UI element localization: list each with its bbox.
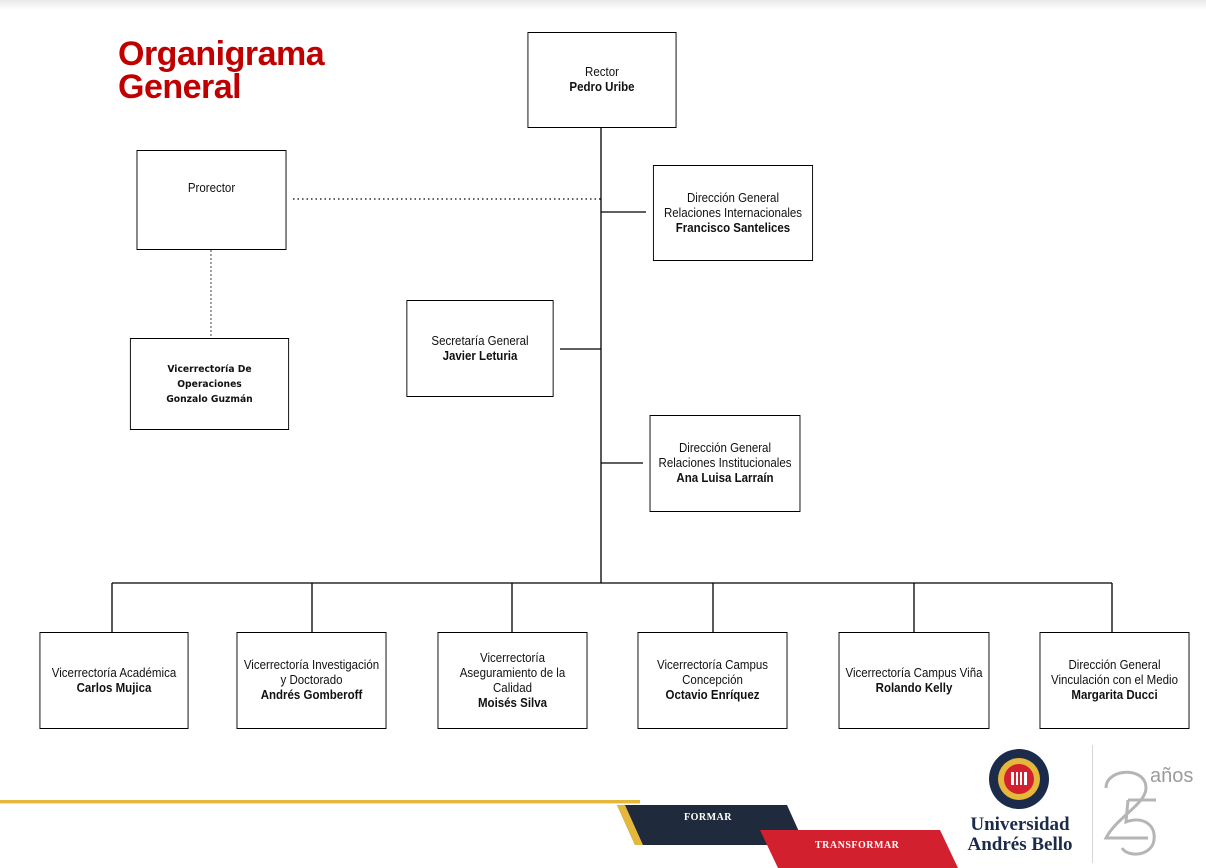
node-vr-academica: Vicerrectoría Académica Carlos Mujica (39, 632, 189, 729)
node-vr-vina-name: Rolando Kelly (875, 680, 953, 695)
node-vr-operaciones: Vicerrectoría De Operaciones Gonzalo Guz… (129, 338, 290, 430)
node-rector-name: Pedro Uribe (569, 80, 635, 94)
university-seal-icon (989, 749, 1049, 809)
node-vr-vina-role: Vicerrectoría Campus Viña (845, 665, 983, 680)
footer-gold-line-light (0, 803, 640, 804)
node-vr-calidad-role-2: Aseguramiento de la (459, 665, 566, 680)
node-vr-concepcion-role-1: Vicerrectoría Campus (656, 658, 769, 672)
node-dg-internacionales: Dirección General Relaciones Internacion… (652, 165, 814, 261)
node-prorector-role: Prorector (187, 181, 236, 195)
node-dg-vinculacion: Dirección General Vinculación con el Med… (1039, 632, 1190, 729)
node-dg-institucionales: Dirección General Relaciones Institucion… (649, 415, 801, 512)
node-vr-operaciones-role-2: Operaciones (177, 378, 242, 390)
node-vr-calidad: Vicerrectoría Aseguramiento de la Calida… (437, 632, 588, 729)
node-prorector: Prorector (136, 150, 287, 250)
node-vr-vina: Vicerrectoría Campus Viña Rolando Kelly (838, 632, 990, 729)
node-secretaria-role: Secretaría General (431, 333, 529, 348)
node-dg-vinculacion-role-2: Vinculación con el Medio (1050, 673, 1179, 687)
node-vr-operaciones-role-1: Vicerrectoría De (167, 363, 252, 375)
anniversary-label: años (1150, 765, 1194, 787)
node-rector: Rector Pedro Uribe (527, 32, 677, 128)
node-vr-concepcion: Vicerrectoría Campus Concepción Octavio … (637, 632, 788, 729)
page-title: Organigrama General (118, 35, 325, 106)
formar-banner (617, 805, 805, 845)
node-dg-institucionales-name: Ana Luisa Larraín (676, 471, 774, 485)
node-vr-academica-name: Carlos Mujica (76, 680, 152, 695)
node-vr-investigacion-name: Andrés Gomberoff (260, 688, 363, 702)
anniversary-25-icon (1103, 770, 1156, 856)
node-dg-institucionales-role-2: Relaciones Institucionales (658, 456, 792, 470)
node-vr-calidad-role-3: Calidad (492, 680, 532, 695)
node-dg-internacionales-name: Francisco Santelices (675, 220, 791, 235)
node-vr-academica-role: Vicerrectoría Académica (51, 665, 177, 680)
node-dg-internacionales-role-2: Relaciones Internacionales (663, 205, 803, 220)
university-name: Universidad Andrés Bello (958, 815, 1082, 855)
logo-divider (1092, 745, 1093, 863)
node-vr-concepcion-name: Octavio Enríquez (665, 688, 760, 702)
footer-gold-line (0, 800, 640, 803)
university-name-line-2: Andrés Bello (967, 834, 1073, 855)
node-dg-vinculacion-role-1: Dirección General (1068, 658, 1161, 672)
node-vr-investigacion-role-1: Vicerrectoría Investigación (243, 658, 380, 672)
node-secretaria: Secretaría General Javier Leturia (406, 300, 554, 397)
node-dg-vinculacion-name: Margarita Ducci (1071, 688, 1158, 702)
node-vr-calidad-name: Moisés Silva (477, 695, 548, 710)
node-vr-investigacion: Vicerrectoría Investigación y Doctorado … (236, 632, 387, 729)
node-dg-institucionales-role-1: Dirección General (678, 441, 772, 455)
node-vr-operaciones-name: Gonzalo Guzmán (166, 393, 253, 405)
top-shadow-band (0, 0, 1206, 10)
node-vr-concepcion-role-2: Concepción (682, 673, 743, 687)
university-name-line-1: Universidad (970, 814, 1070, 835)
transformar-banner (760, 830, 958, 868)
node-vr-calidad-role-1: Vicerrectoría (479, 650, 545, 665)
node-secretaria-name: Javier Leturia (442, 348, 518, 363)
title-line-2: General (118, 68, 242, 106)
node-vr-investigacion-role-2: y Doctorado (280, 673, 343, 687)
node-dg-internacionales-role-1: Dirección General (686, 190, 780, 205)
formar-label: FORMAR (684, 812, 732, 823)
node-rector-role: Rector (585, 65, 619, 79)
title-line-1: Organigrama (118, 35, 325, 73)
transformar-label: TRANSFORMAR (815, 840, 900, 851)
